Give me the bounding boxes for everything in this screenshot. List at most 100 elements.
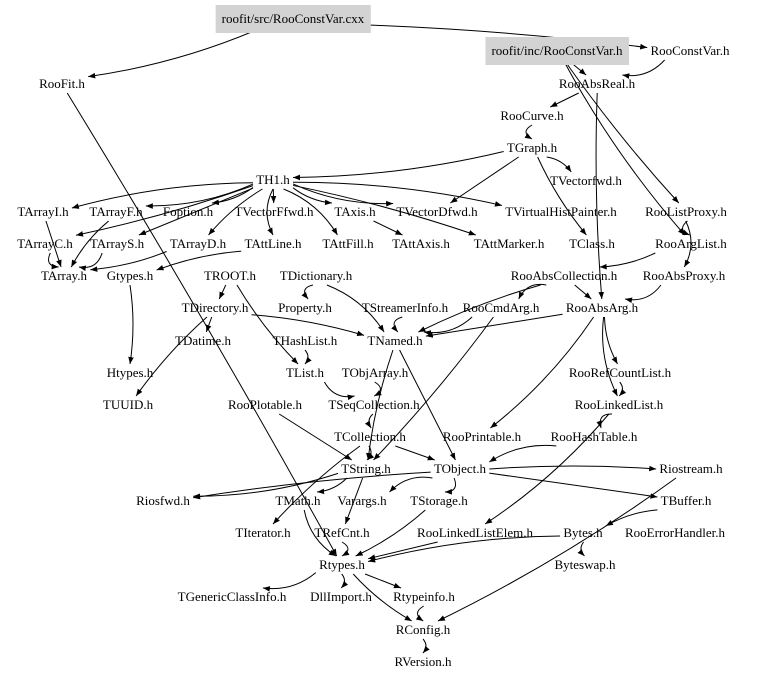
graph-edge-RooFit-to-Rtypes xyxy=(66,92,338,557)
graph-node-TCollection[interactable]: TCollection.h xyxy=(334,429,406,444)
graph-node-RooLinkedList[interactable]: RooLinkedList.h xyxy=(575,397,664,412)
graph-node-Property[interactable]: Property.h xyxy=(278,300,332,315)
graph-node-RooFit[interactable]: RooFit.h xyxy=(39,76,85,91)
graph-node-TMath[interactable]: TMath.h xyxy=(275,493,321,508)
graph-edge-TObject-to-Varargs xyxy=(389,476,433,493)
graph-node-TObject[interactable]: TObject.h xyxy=(434,461,487,476)
graph-node-TGenericClassInfo[interactable]: TGenericClassInfo.h xyxy=(178,589,287,604)
graph-node-Rtypeinfo[interactable]: Rtypeinfo.h xyxy=(393,589,455,604)
graph-node-TDirectory[interactable]: TDirectory.h xyxy=(182,300,249,315)
graph-edge-RooLinkedListElem-to-Rtypes xyxy=(368,541,438,560)
graph-node-TVectorDfwd[interactable]: TVectorDfwd.h xyxy=(396,204,478,219)
graph-node-Varargs[interactable]: Varargs.h xyxy=(337,493,387,508)
graph-edge-TArrayS-to-TArray xyxy=(78,252,103,272)
node-label: RooLinkedListElem.h xyxy=(417,525,533,540)
graph-node-Htypes[interactable]: Htypes.h xyxy=(107,365,154,380)
graph-node-RooAbsProxy[interactable]: RooAbsProxy.h xyxy=(643,268,726,283)
graph-edge-TGraph-to-TClass xyxy=(537,156,587,236)
graph-node-Gtypes[interactable]: Gtypes.h xyxy=(107,268,154,283)
graph-node-RooAbsArg[interactable]: RooAbsArg.h xyxy=(566,300,639,315)
graph-edge-RConfig-to-RVersion xyxy=(422,638,430,654)
graph-node-TArrayS[interactable]: TArrayS.h xyxy=(90,236,145,251)
node-label: Property.h xyxy=(278,300,332,315)
graph-node-RooAbsCollection[interactable]: RooAbsCollection.h xyxy=(511,268,618,283)
graph-node-TSeqCollection[interactable]: TSeqCollection.h xyxy=(328,397,420,412)
graph-node-DllImport[interactable]: DllImport.h xyxy=(310,589,372,604)
graph-node-TDatime[interactable]: TDatime.h xyxy=(175,333,231,348)
graph-node-TStorage[interactable]: TStorage.h xyxy=(410,493,468,508)
graph-node-TGraph[interactable]: TGraph.h xyxy=(507,140,558,155)
graph-edge-RooAbsArg-to-TNamed xyxy=(425,313,563,338)
graph-node-TH1[interactable]: TH1.h xyxy=(256,172,290,187)
graph-node-TDictionary[interactable]: TDictionary.h xyxy=(280,268,353,283)
graph-node-TAttLine[interactable]: TAttLine.h xyxy=(244,236,302,251)
graph-edge-TArrayF-to-TArray xyxy=(70,220,110,268)
graph-node-TBuffer[interactable]: TBuffer.h xyxy=(661,493,712,508)
graph-node-Bytes[interactable]: Bytes.h xyxy=(563,525,603,540)
graph-node-TIterator[interactable]: TIterator.h xyxy=(235,525,291,540)
graph-node-TClass[interactable]: TClass.h xyxy=(569,236,615,251)
graph-node-TObjArray[interactable]: TObjArray.h xyxy=(342,365,409,380)
graph-node-TROOT[interactable]: TROOT.h xyxy=(204,268,257,283)
node-label: TGraph.h xyxy=(507,140,558,155)
graph-node-RooAbsReal[interactable]: RooAbsReal.h xyxy=(559,76,636,91)
graph-edge-TObject-to-Riostream xyxy=(489,465,657,472)
graph-node-RooListProxy[interactable]: RooListProxy.h xyxy=(645,204,727,219)
graph-edge-RooCurve-to-TGraph xyxy=(524,124,533,140)
node-label: TArrayD.h xyxy=(170,236,227,251)
graph-node-TArrayI[interactable]: TArrayI.h xyxy=(17,204,69,219)
node-label: TArrayI.h xyxy=(17,204,69,219)
graph-node-inch[interactable]: roofit/inc/RooConstVar.h xyxy=(485,37,630,65)
graph-node-THashList[interactable]: THashList.h xyxy=(273,333,338,348)
graph-node-RConfig[interactable]: RConfig.h xyxy=(396,622,451,637)
graph-node-TList[interactable]: TList.h xyxy=(286,365,324,380)
graph-node-RVersion[interactable]: RVersion.h xyxy=(394,654,452,669)
graph-node-RooErrorHandler[interactable]: RooErrorHandler.h xyxy=(625,525,726,540)
node-label: RooHashTable.h xyxy=(551,429,638,444)
graph-edge-Rtypes-to-RConfig xyxy=(352,573,413,622)
graph-node-TVectorFfwd[interactable]: TVectorFfwd.h xyxy=(234,204,314,219)
graph-node-Riosfwd[interactable]: Riosfwd.h xyxy=(136,493,190,508)
graph-node-TArrayC[interactable]: TArrayC.h xyxy=(17,236,73,251)
graph-node-TVirtualHistPainter[interactable]: TVirtualHistPainter.h xyxy=(505,204,617,219)
graph-node-Byteswap[interactable]: Byteswap.h xyxy=(554,557,616,572)
graph-node-RooLinkedListElem[interactable]: RooLinkedListElem.h xyxy=(417,525,533,540)
graph-node-RooConstVar[interactable]: RooConstVar.h xyxy=(650,43,730,58)
graph-edge-TDirectory-to-TDatime xyxy=(205,316,213,333)
graph-node-Foption[interactable]: Foption.h xyxy=(163,204,214,219)
graph-node-TUUID[interactable]: TUUID.h xyxy=(103,397,154,412)
graph-node-RooCurve[interactable]: RooCurve.h xyxy=(500,108,564,123)
graph-node-RooRefCountList[interactable]: RooRefCountList.h xyxy=(569,365,672,380)
graph-node-RooHashTable[interactable]: RooHashTable.h xyxy=(551,429,638,444)
graph-edge-Gtypes-to-Htypes xyxy=(128,284,134,365)
graph-node-RooPrintable[interactable]: RooPrintable.h xyxy=(443,429,522,444)
node-label: DllImport.h xyxy=(310,589,372,604)
graph-node-RooPlotable[interactable]: RooPlotable.h xyxy=(228,397,303,412)
graph-node-TNamed[interactable]: TNamed.h xyxy=(367,333,423,348)
graph-node-TAttMarker[interactable]: TAttMarker.h xyxy=(474,236,545,251)
graph-node-Riostream[interactable]: Riostream.h xyxy=(659,461,723,476)
graph-node-TStreamerInfo[interactable]: TStreamerInfo.h xyxy=(362,300,449,315)
graph-node-TVectorfwd[interactable]: TVectorfwd.h xyxy=(550,173,622,188)
graph-node-cxx[interactable]: roofit/src/RooConstVar.cxx xyxy=(215,5,371,33)
graph-edge-TCollection-to-TIterator xyxy=(272,445,361,525)
graph-node-Rtypes[interactable]: Rtypes.h xyxy=(319,557,365,572)
node-label: TString.h xyxy=(341,461,391,476)
node-label: roofit/inc/RooConstVar.h xyxy=(491,43,623,58)
graph-node-TString[interactable]: TString.h xyxy=(341,461,391,476)
graph-node-TArrayD[interactable]: TArrayD.h xyxy=(170,236,227,251)
node-label: TAttMarker.h xyxy=(474,236,545,251)
graph-edge-TString-to-TMath xyxy=(317,477,348,495)
graph-node-RooArgList[interactable]: RooArgList.h xyxy=(655,236,727,251)
graph-node-TArrayF[interactable]: TArrayF.h xyxy=(89,204,143,219)
graph-edge-TH1-to-TAxis xyxy=(292,187,332,206)
graph-node-TAttAxis[interactable]: TAttAxis.h xyxy=(392,236,450,251)
graph-node-TArray[interactable]: TArray.h xyxy=(41,268,88,283)
node-label: Gtypes.h xyxy=(107,268,154,283)
graph-node-RooCmdArg[interactable]: RooCmdArg.h xyxy=(463,300,540,315)
graph-node-TAxis[interactable]: TAxis.h xyxy=(334,204,376,219)
graph-edge-RooCmdArg-to-TString xyxy=(373,316,494,461)
graph-edge-TStreamerInfo-to-TNamed xyxy=(391,316,403,333)
graph-node-TRefCnt[interactable]: TRefCnt.h xyxy=(314,525,370,540)
graph-node-TAttFill[interactable]: TAttFill.h xyxy=(322,236,374,251)
